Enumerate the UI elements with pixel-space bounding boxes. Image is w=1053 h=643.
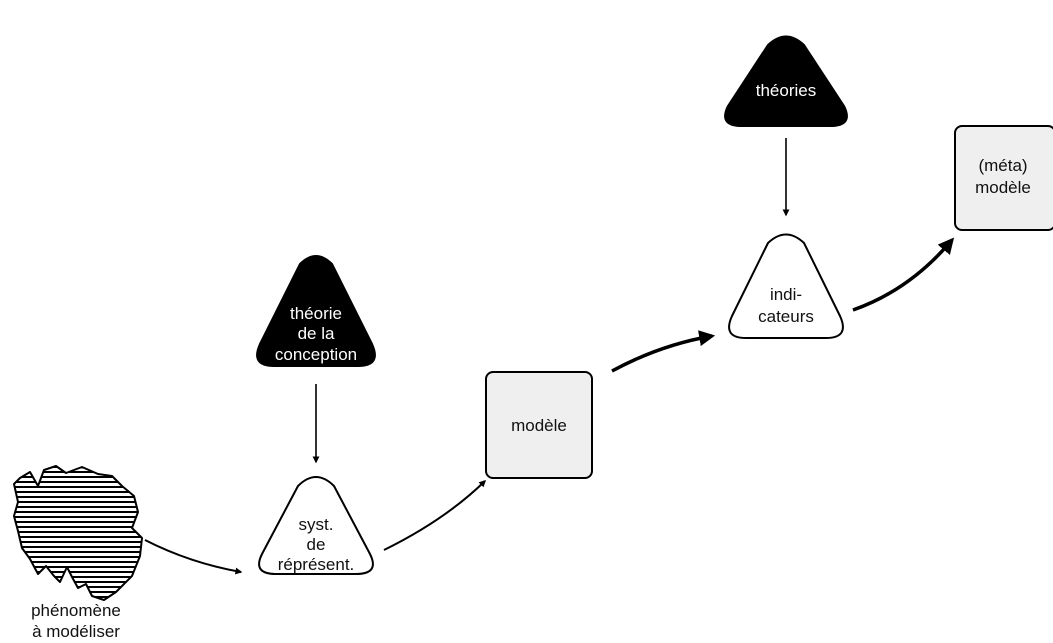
indicators-node: indi- cateurs: [728, 233, 844, 339]
representation-system-label-line-3: réprésent.: [278, 555, 355, 574]
phenomenon-shape: [13, 465, 143, 601]
indicators-label-line-2: cateurs: [758, 307, 814, 326]
model-box: [485, 371, 593, 479]
arrow-model-to-indicators: [611, 330, 716, 373]
theories-node: théories: [724, 35, 848, 127]
arrow-indicators-to-meta-model: [852, 237, 955, 312]
theory-design-label-line-3: conception: [275, 345, 357, 364]
phenomenon-label-line-1: phénomène: [31, 601, 121, 620]
indicators-shape: [728, 233, 844, 339]
theory-design-label-line-2: de la: [298, 324, 335, 343]
representation-system-label-line-2: de: [307, 535, 326, 554]
representation-system-label-line-1: syst.: [299, 515, 334, 534]
arrow-representation-to-model: [383, 480, 487, 551]
theory-design-label-line-1: théorie: [290, 304, 342, 323]
representation-system-shape: [258, 476, 374, 575]
meta-model-node: (méta) modèle: [954, 125, 1053, 231]
meta-model-label-line-2: modèle: [975, 178, 1031, 197]
theories-label: théories: [756, 81, 816, 100]
model-node: modèle: [485, 371, 593, 479]
indicators-label-line-1: indi-: [770, 285, 802, 304]
arrow-phenomenon-to-representation: [144, 539, 243, 575]
theory-design-shape: [256, 255, 376, 367]
phenomenon-node: phénomène à modéliser: [13, 465, 143, 641]
meta-model-label-line-1: (méta): [978, 156, 1027, 175]
model-label: modèle: [511, 416, 567, 435]
theory-design-node: théorie de la conception: [256, 255, 376, 367]
meta-model-box: [954, 125, 1053, 231]
theories-shape: [724, 35, 848, 127]
phenomenon-label-line-2: à modéliser: [32, 622, 120, 641]
representation-system-node: syst. de réprésent.: [258, 476, 374, 575]
